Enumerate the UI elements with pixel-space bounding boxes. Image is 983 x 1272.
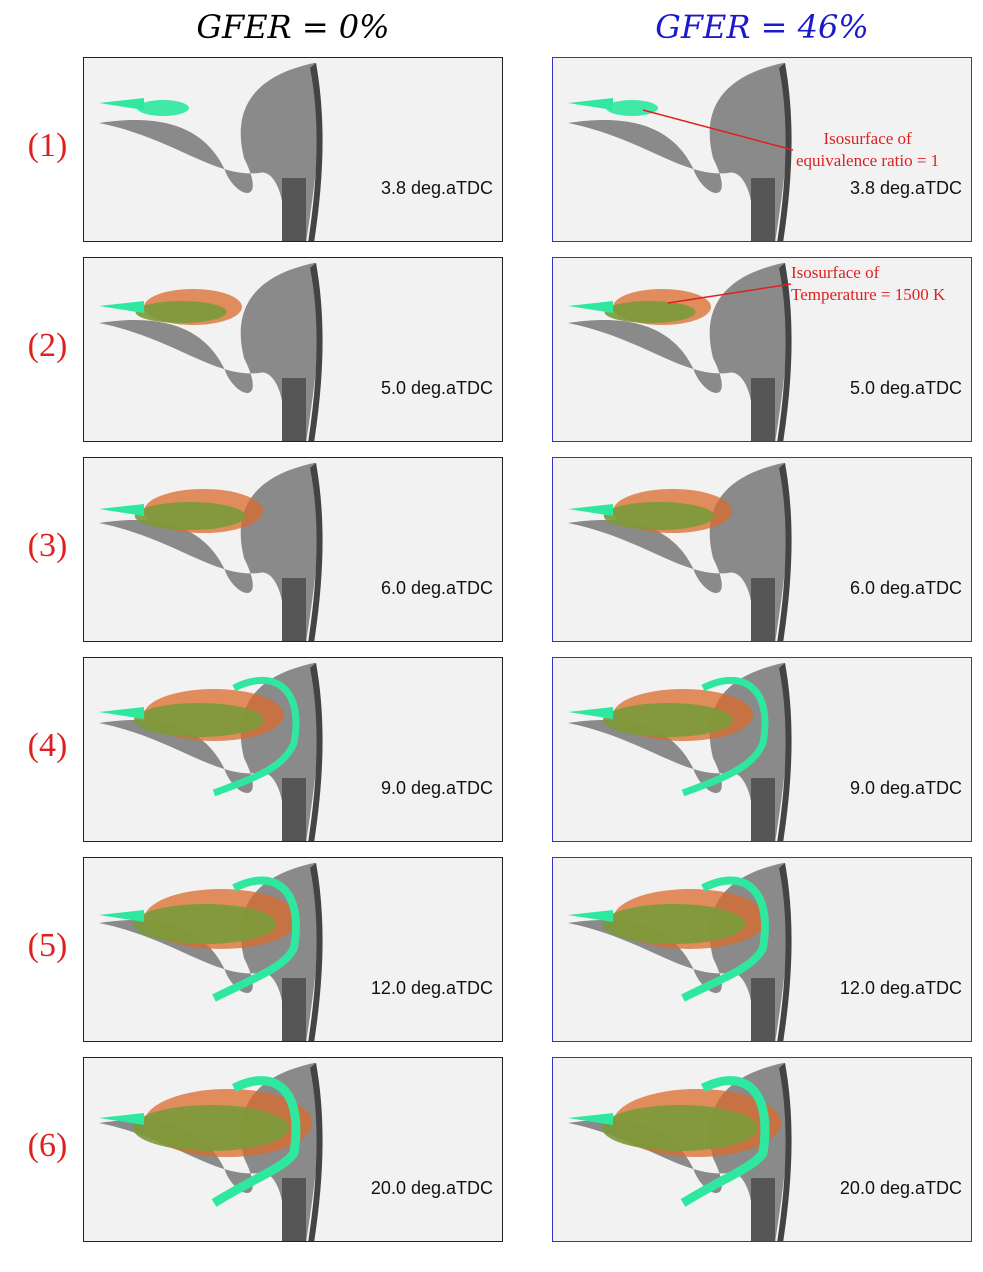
equivalence-isosurface (137, 100, 189, 116)
equivalence-isosurface (134, 502, 246, 530)
simulation-panel-left: 20.0 deg.aTDC (83, 1057, 503, 1242)
combustion-render (568, 63, 792, 241)
crank-angle-label: 6.0 deg.aTDC (849, 578, 962, 598)
combustion-render (568, 263, 792, 441)
simulation-panel-left: 9.0 deg.aTDC (83, 657, 503, 842)
annotation-line: Temperature = 1500 K (791, 285, 946, 304)
simulation-panel-right: 5.0 deg.aTDC Isosurface of Temperature =… (552, 257, 972, 442)
equivalence-isosurface (602, 904, 746, 944)
combustion-render (568, 463, 792, 641)
equivalence-isosurface (606, 100, 658, 116)
annotation-line: equivalence ratio = 1 (796, 151, 940, 170)
simulation-panel-left: 5.0 deg.aTDC (83, 257, 503, 442)
crank-angle-label: 5.0 deg.aTDC (380, 378, 493, 398)
crank-angle-label: 9.0 deg.aTDC (849, 778, 962, 798)
equivalence-isosurface (134, 703, 264, 737)
annotation-line: Isosurface of (823, 129, 912, 148)
crank-angle-label: 12.0 deg.aTDC (839, 978, 962, 998)
equivalence-isosurface (602, 1105, 758, 1151)
header-gfer-46: GFER = 46% (655, 8, 869, 46)
annotation-leader-line (667, 283, 792, 304)
simulation-panel-right: 20.0 deg.aTDC (552, 1057, 972, 1242)
row-label: (6) (27, 1127, 68, 1164)
equivalence-isosurface (133, 904, 277, 944)
crank-angle-label: 3.8 deg.aTDC (380, 178, 493, 198)
crank-angle-label: 9.0 deg.aTDC (380, 778, 493, 798)
annotation-leader-line (642, 109, 794, 151)
simulation-panel-left: 12.0 deg.aTDC (83, 857, 503, 1042)
crank-angle-label: 20.0 deg.aTDC (839, 1178, 962, 1198)
simulation-panel-left: 6.0 deg.aTDC (83, 457, 503, 642)
annotation-line: Isosurface of (791, 263, 880, 282)
equivalence-isosurface (603, 502, 715, 530)
crank-angle-label: 12.0 deg.aTDC (370, 978, 493, 998)
header-gfer-0: GFER = 0% (196, 8, 390, 46)
equivalence-isosurface (604, 301, 696, 323)
equivalence-isosurface (133, 1105, 289, 1151)
annotation-equivalence: Isosurface of equivalence ratio = 1 (796, 128, 939, 172)
crank-angle-label: 20.0 deg.aTDC (370, 1178, 493, 1198)
crank-angle-label: 5.0 deg.aTDC (849, 378, 962, 398)
annotation-temperature: Isosurface of Temperature = 1500 K (791, 262, 945, 306)
crank-angle-label: 6.0 deg.aTDC (380, 578, 493, 598)
combustion-render (568, 663, 792, 841)
row-label: (4) (27, 727, 68, 764)
combustion-render (568, 863, 792, 1041)
row-label: (1) (27, 127, 68, 164)
combustion-render (568, 1063, 792, 1241)
simulation-panel-left: 3.8 deg.aTDC (83, 57, 503, 242)
equivalence-isosurface (603, 703, 733, 737)
crank-angle-label: 3.8 deg.aTDC (849, 178, 962, 198)
combustion-render (99, 663, 323, 841)
row-label: (5) (27, 927, 68, 964)
equivalence-isosurface (135, 301, 227, 323)
simulation-panel-right: 3.8 deg.aTDC Isosurface of equivalence r… (552, 57, 972, 242)
combustion-render (99, 263, 323, 441)
simulation-panel-right: 12.0 deg.aTDC (552, 857, 972, 1042)
simulation-panel-right: 9.0 deg.aTDC (552, 657, 972, 842)
combustion-render (99, 63, 323, 241)
combustion-render (99, 463, 323, 641)
combustion-render (99, 1063, 323, 1241)
row-label: (3) (27, 527, 68, 564)
row-label: (2) (27, 327, 68, 364)
combustion-render (99, 863, 323, 1041)
simulation-panel-right: 6.0 deg.aTDC (552, 457, 972, 642)
